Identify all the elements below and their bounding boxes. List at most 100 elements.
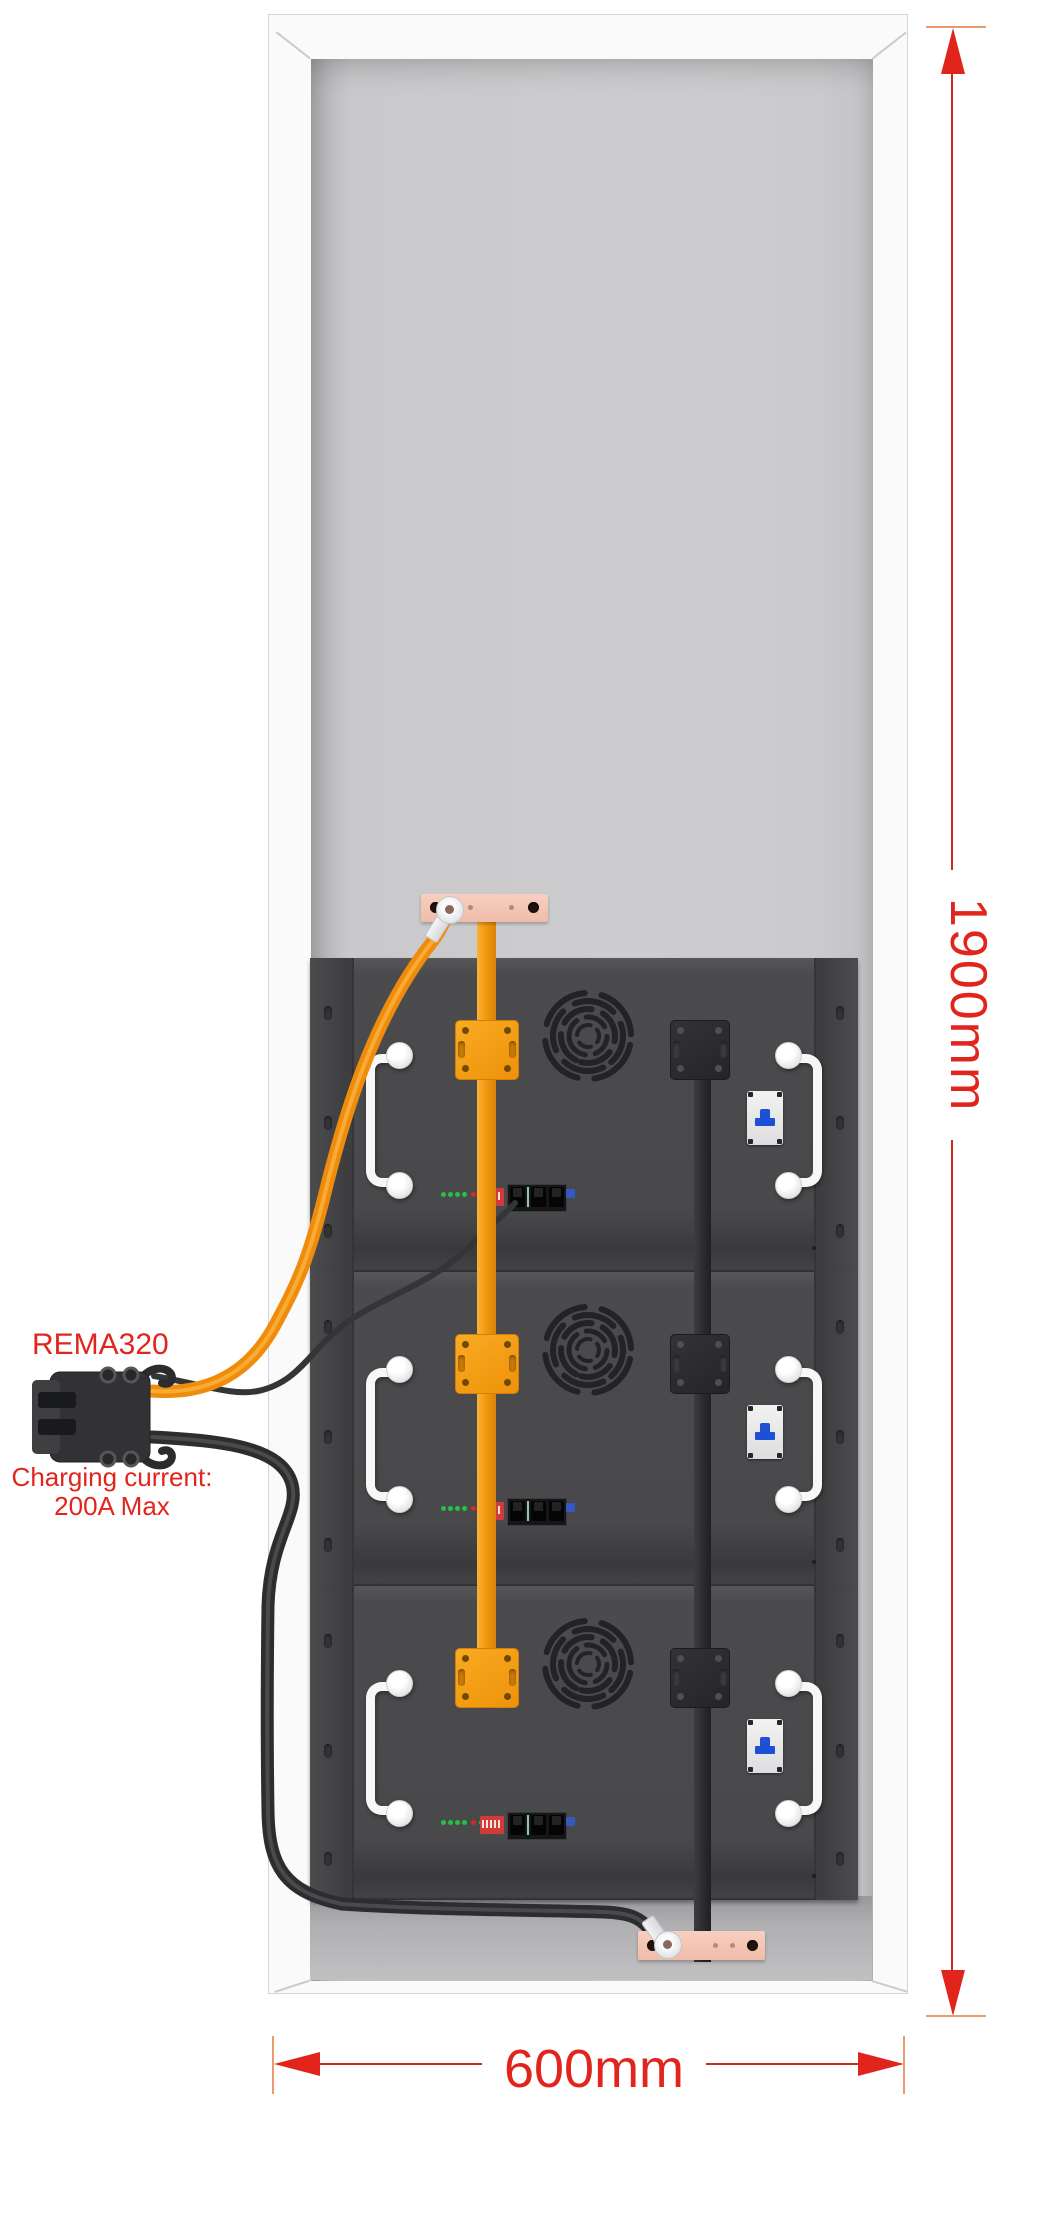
handle-mount bbox=[775, 1356, 802, 1383]
connector-face bbox=[32, 1380, 60, 1454]
charging-current-note: Charging current: 200A Max bbox=[0, 1463, 224, 1521]
panel-dot bbox=[812, 1246, 816, 1250]
dim-line-width-right bbox=[706, 2063, 858, 2065]
ear-screw bbox=[836, 1430, 844, 1444]
rj45-port bbox=[510, 1187, 525, 1207]
ear-screw bbox=[836, 1538, 844, 1552]
dim-tick-bottom bbox=[926, 2015, 986, 2017]
handle-left bbox=[366, 1670, 413, 1827]
connector-body bbox=[49, 1371, 151, 1463]
ethernet-ports bbox=[507, 1812, 567, 1840]
busbar-hole bbox=[713, 1943, 718, 1948]
handle-right bbox=[775, 1042, 822, 1199]
ear-screw bbox=[324, 1744, 332, 1758]
ear-screw bbox=[836, 1006, 844, 1020]
busbar-hole bbox=[528, 902, 539, 913]
busbar-hole bbox=[647, 1940, 658, 1951]
ear-screw bbox=[836, 1634, 844, 1648]
dip-switch bbox=[480, 1816, 504, 1834]
rj45-port bbox=[531, 1501, 546, 1521]
rj45-port bbox=[531, 1815, 546, 1835]
panel-dot bbox=[812, 1560, 816, 1564]
charging-note-line1: Charging current: bbox=[11, 1462, 213, 1492]
ear-screw bbox=[324, 1538, 332, 1552]
handle-mount bbox=[775, 1486, 802, 1513]
port-separator bbox=[527, 1187, 529, 1207]
handle-right bbox=[775, 1356, 822, 1513]
dim-tick-right bbox=[903, 2036, 905, 2094]
circuit-breaker bbox=[747, 1719, 783, 1773]
ear-screw bbox=[324, 1852, 332, 1866]
busbar-hole bbox=[730, 1943, 735, 1948]
blue-terminal bbox=[566, 1189, 575, 1198]
rj45-port bbox=[549, 1815, 564, 1835]
handle-mount bbox=[386, 1670, 413, 1697]
handle-mount bbox=[386, 1356, 413, 1383]
ear-screw bbox=[836, 1320, 844, 1334]
circuit-breaker bbox=[747, 1405, 783, 1459]
rj45-port bbox=[549, 1187, 564, 1207]
dim-arrow-down bbox=[941, 1970, 965, 2016]
handle-left bbox=[366, 1042, 413, 1199]
handle-mount bbox=[775, 1800, 802, 1827]
dim-arrow-right bbox=[858, 2052, 904, 2076]
rj45-port bbox=[510, 1815, 525, 1835]
cable-lug-ring bbox=[654, 1931, 682, 1959]
charging-note-line2: 200A Max bbox=[54, 1491, 170, 1521]
ear-screw bbox=[836, 1744, 844, 1758]
rema-connector bbox=[32, 1364, 176, 1470]
black-junction-box bbox=[670, 1020, 730, 1080]
ear-screw bbox=[324, 1634, 332, 1648]
rack-ear-left bbox=[310, 1272, 354, 1586]
handle-mount bbox=[386, 1800, 413, 1827]
rj45-port bbox=[510, 1501, 525, 1521]
orange-junction-box bbox=[455, 1334, 519, 1394]
handle-mount bbox=[775, 1042, 802, 1069]
status-led-row bbox=[441, 1820, 446, 1825]
breaker-switch bbox=[760, 1423, 770, 1433]
status-led-row bbox=[441, 1506, 446, 1511]
dim-tick-left bbox=[272, 2036, 274, 2094]
busbar-hole bbox=[468, 905, 473, 910]
width-dimension-label: 600mm bbox=[503, 2039, 685, 2099]
orange-junction-box bbox=[455, 1020, 519, 1080]
connector-model-label: REMA320 bbox=[32, 1328, 169, 1361]
dim-tick-top bbox=[926, 26, 986, 28]
dim-line-width-left bbox=[320, 2063, 482, 2065]
ear-screw bbox=[324, 1006, 332, 1020]
battery-module-2 bbox=[310, 1272, 858, 1586]
connector-slot bbox=[38, 1419, 76, 1435]
rj45-port bbox=[531, 1187, 546, 1207]
ear-screw bbox=[836, 1224, 844, 1238]
handle-mount bbox=[775, 1172, 802, 1199]
busbar-hole bbox=[509, 905, 514, 910]
handle-mount bbox=[386, 1486, 413, 1513]
black-junction-box bbox=[670, 1334, 730, 1394]
cabinet-floor bbox=[310, 1896, 872, 1980]
connector-ring bbox=[122, 1450, 140, 1468]
handle-left bbox=[366, 1356, 413, 1513]
height-dimension-label: 1900mm bbox=[939, 898, 997, 1113]
cable-lug-ring bbox=[436, 896, 464, 924]
ear-screw bbox=[324, 1320, 332, 1334]
busbar-hole bbox=[747, 1940, 758, 1951]
handle-mount bbox=[386, 1172, 413, 1199]
battery-module-1 bbox=[310, 958, 858, 1272]
dim-arrow-up bbox=[941, 28, 965, 74]
ear-screw bbox=[324, 1430, 332, 1444]
breaker-switch bbox=[760, 1737, 770, 1747]
handle-right bbox=[775, 1670, 822, 1827]
fan-grille-icon bbox=[542, 990, 634, 1082]
handle-mount bbox=[386, 1042, 413, 1069]
blue-terminal bbox=[566, 1503, 575, 1512]
handle-mount bbox=[775, 1670, 802, 1697]
rack-ear-left bbox=[310, 958, 354, 1272]
fan-grille-icon bbox=[542, 1304, 634, 1396]
rack-ear-left bbox=[310, 1586, 354, 1900]
port-separator bbox=[527, 1815, 529, 1835]
status-led-row bbox=[441, 1192, 446, 1197]
port-separator bbox=[527, 1501, 529, 1521]
dim-line-height-upper bbox=[951, 72, 953, 870]
connector-slot bbox=[38, 1392, 76, 1408]
